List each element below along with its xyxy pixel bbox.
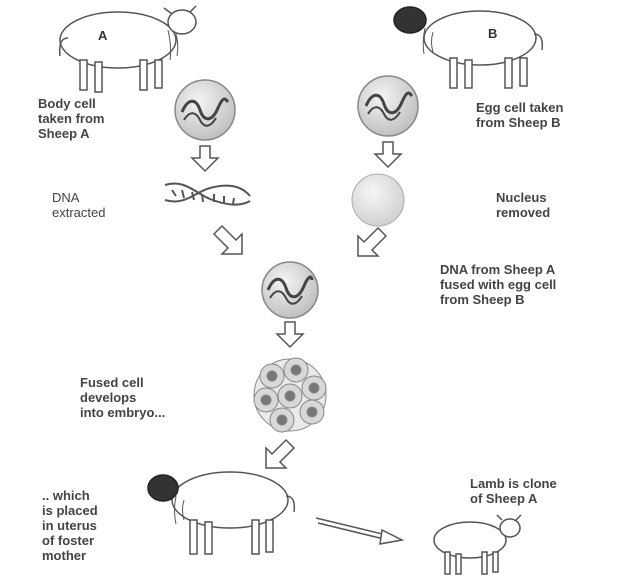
fused-cell-label: Fused cell develops into embryo... xyxy=(80,375,165,420)
nucleus-removed-label: Nucleus removed xyxy=(496,190,550,220)
arrow-icon xyxy=(277,322,303,347)
enucleated-egg-icon xyxy=(352,174,404,226)
foster-mother-label: .. which is placed in uterus of foster m… xyxy=(42,488,98,563)
arrow-icon xyxy=(316,518,402,544)
lamb-clone-label: Lamb is clone of Sheep A xyxy=(470,476,557,506)
arrow-icon xyxy=(266,440,294,468)
foster-mother-sheep-icon xyxy=(148,472,294,554)
sheep-b-letter: B xyxy=(488,26,497,41)
embryo-icon xyxy=(254,358,326,432)
dna-extracted-label: DNA extracted xyxy=(52,190,105,220)
body-cell-icon xyxy=(175,80,235,140)
arrow-icon xyxy=(192,142,401,171)
dna-helix-icon xyxy=(165,184,250,205)
sheep-a-icon xyxy=(60,6,196,92)
arrow-icon xyxy=(214,226,386,256)
fused-cell-icon xyxy=(262,262,318,318)
sheep-b-icon xyxy=(394,7,542,88)
sheep-a-letter: A xyxy=(98,28,107,43)
dna-fused-label: DNA from Sheep A fused with egg cell fro… xyxy=(440,262,556,307)
lamb-icon xyxy=(434,515,521,574)
egg-cell-label: Egg cell taken from Sheep B xyxy=(476,100,563,130)
body-cell-label: Body cell taken from Sheep A xyxy=(38,96,104,141)
egg-cell-icon xyxy=(358,76,418,136)
